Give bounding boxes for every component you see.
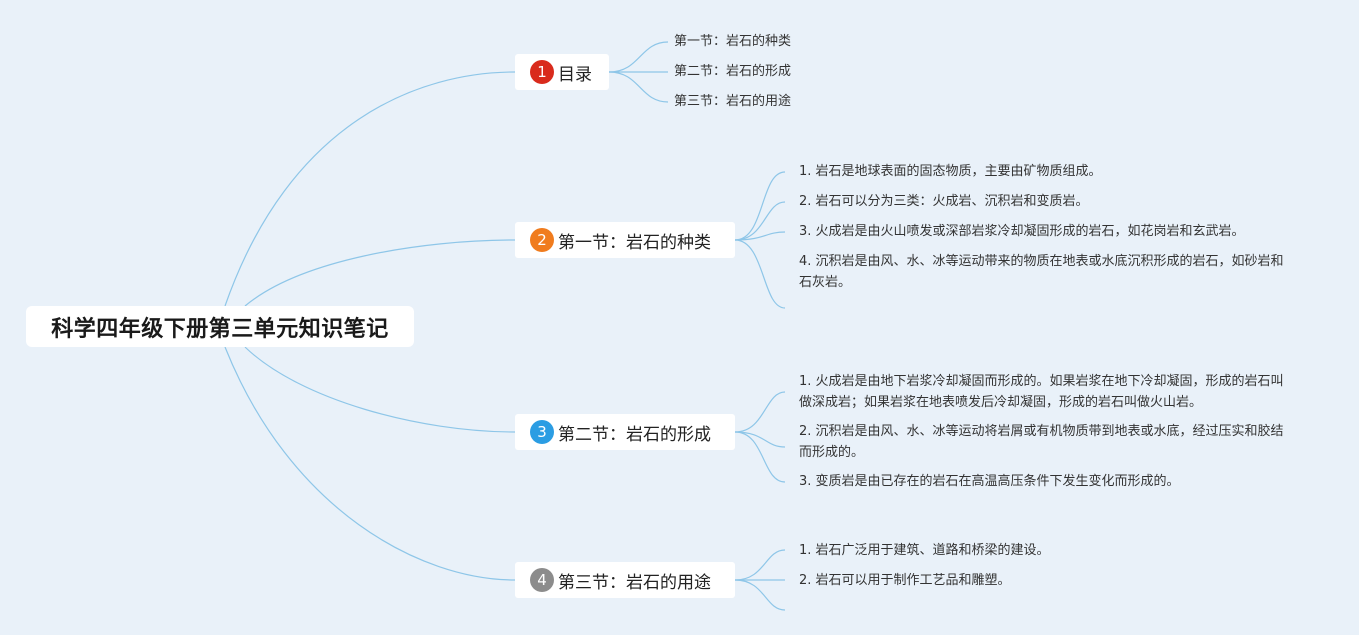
- link-topic-1-item-3: [608, 71, 669, 103]
- link-topic-3-item-1: [734, 391, 786, 433]
- link-topic-2-item-3: [734, 231, 786, 241]
- subtopic-node[interactable]: 2. 沉积岩是由风、水、冰等运动将岩屑或有机物质带到地表或水底，经过压实和胶结而…: [799, 424, 1284, 460]
- link-root-topic-2: [244, 239, 516, 307]
- root-node[interactable]: 科学四年级下册第三单元知识笔记: [26, 306, 414, 347]
- subtopic-node[interactable]: 2. 岩石可以分为三类：火成岩、沉积岩和变质岩。: [799, 194, 1089, 209]
- topic-node-1[interactable]: 1 目录: [515, 54, 609, 90]
- number-badge-icon: 1: [530, 60, 554, 84]
- topic-label: 第三节：岩石的用途: [558, 572, 711, 593]
- subtopic-node[interactable]: 1. 岩石是地球表面的固态物质，主要由矿物质组成。: [799, 164, 1102, 179]
- subtopic-node[interactable]: 第三节：岩石的用途: [674, 94, 792, 109]
- number-badge-icon: 4: [530, 568, 554, 592]
- subtopic-node[interactable]: 3. 火成岩是由火山喷发或深部岩浆冷却凝固形成的岩石，如花岗岩和玄武岩。: [799, 224, 1245, 239]
- link-topic-2-item-1: [734, 171, 786, 241]
- link-topic-2-item-2: [734, 201, 786, 241]
- link-topic-4-item-3: [734, 579, 786, 611]
- link-root-topic-3: [244, 346, 516, 433]
- topic-label: 第一节：岩石的种类: [558, 232, 711, 253]
- subtopic-node[interactable]: 1. 岩石广泛用于建筑、道路和桥梁的建设。: [799, 543, 1050, 558]
- number-badge-icon: 2: [530, 228, 554, 252]
- topic-label: 第二节：岩石的形成: [558, 424, 711, 445]
- subtopic-node[interactable]: 1. 火成岩是由地下岩浆冷却凝固而形成的。如果岩浆在地下冷却凝固，形成的岩石叫做…: [799, 374, 1284, 410]
- subtopic-node[interactable]: 2. 岩石可以用于制作工艺品和雕塑。: [799, 573, 1011, 588]
- number-badge-icon: 3: [530, 420, 554, 444]
- link-topic-3-item-3: [734, 431, 786, 483]
- subtopic-node[interactable]: 第一节：岩石的种类: [674, 34, 792, 49]
- root-title: 科学四年级下册第三单元知识笔记: [51, 316, 389, 342]
- subtopic-node[interactable]: 3. 变质岩是由已存在的岩石在高温高压条件下发生变化而形成的。: [799, 474, 1180, 489]
- link-topic-3-item-2: [734, 431, 786, 448]
- topic-node-4[interactable]: 4 第三节：岩石的用途: [515, 562, 735, 598]
- topic-label: 目录: [558, 64, 592, 85]
- topic-node-3[interactable]: 3 第二节：岩石的形成: [515, 414, 735, 450]
- subtopic-node[interactable]: 4. 沉积岩是由风、水、冰等运动带来的物质在地表或水底沉积形成的岩石，如砂岩和石…: [799, 254, 1284, 290]
- link-topic-4-item-1: [734, 549, 786, 581]
- link-topic-1-item-1: [608, 41, 669, 73]
- link-topic-2-item-4: [734, 239, 786, 309]
- topic-node-2[interactable]: 2 第一节：岩石的种类: [515, 222, 735, 258]
- subtopic-node[interactable]: 第二节：岩石的形成: [674, 64, 792, 79]
- link-root-topic-1: [224, 71, 516, 307]
- link-root-topic-4: [224, 346, 516, 581]
